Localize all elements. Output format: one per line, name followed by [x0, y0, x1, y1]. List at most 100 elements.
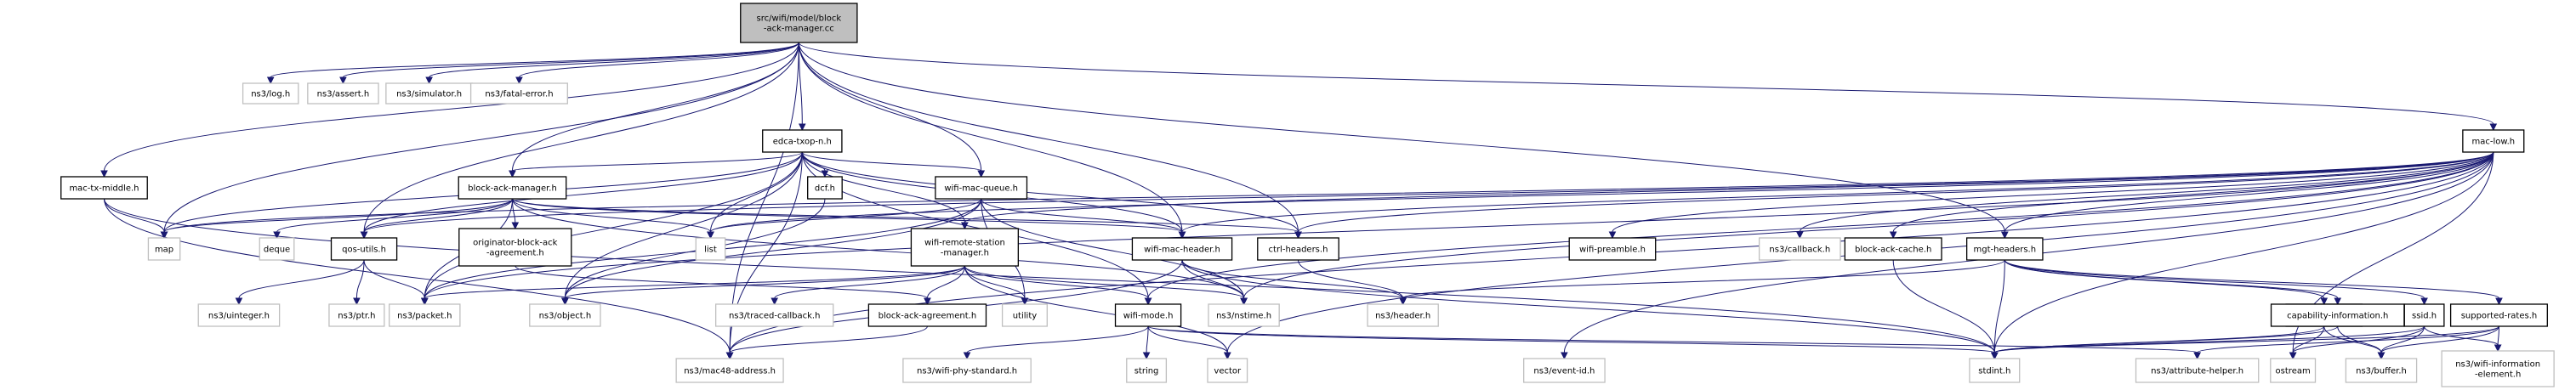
edge-wrsm-to-nstime — [964, 265, 1248, 306]
node-label: ns3/event-id.h — [1533, 367, 1595, 376]
node-label: originator-block-ack — [473, 239, 557, 248]
node-wmq[interactable]: wifi-mac-queue.h — [935, 176, 1028, 200]
node-suprates[interactable]: supported-rates.h — [2449, 303, 2548, 327]
node-label: -element.h — [2475, 370, 2521, 380]
edge-suprates-to-stdint — [1991, 325, 2499, 360]
node-wmode[interactable]: wifi-mode.h — [1114, 303, 1182, 327]
node-label: ns3/wifi-information — [2455, 360, 2540, 370]
node-qos[interactable]: qos-utils.h — [330, 237, 398, 261]
edge-suprates-to-wie — [2494, 325, 2502, 353]
node-label: ns3/traced-callback.h — [729, 312, 821, 321]
node-map: map — [147, 237, 181, 261]
node-label: stdint.h — [1978, 367, 2010, 376]
node-phystd: ns3/wifi-phy-standard.h — [902, 358, 1032, 383]
edge-mgt-to-header — [1399, 259, 2005, 306]
node-label: mgt-headers.h — [1974, 246, 2037, 255]
node-label: qos-utils.h — [342, 246, 386, 255]
node-wie: ns3/wifi-information-element.h — [2441, 350, 2555, 387]
edge-maclow-to-wpre — [1608, 151, 2494, 240]
edge-bam-to-oba — [511, 198, 520, 230]
node-mac48: ns3/mac48-address.h — [675, 358, 784, 383]
edge-ssid-to-buffer — [2377, 325, 2425, 360]
node-capinfo[interactable]: capability-information.h — [2270, 303, 2405, 327]
node-label: block-ack-cache.h — [1855, 246, 1931, 255]
edge-maclow-to-map — [160, 151, 2494, 240]
node-uinteger: ns3/uinteger.h — [197, 303, 281, 327]
node-traced: ns3/traced-callback.h — [714, 303, 834, 327]
node-label: ns3/assert.h — [317, 90, 370, 99]
node-mgt[interactable]: mgt-headers.h — [1965, 237, 2044, 261]
edge-maclow-to-wrsm — [961, 151, 2494, 230]
edge-maclow-to-stdint — [1991, 151, 2494, 360]
node-maclow[interactable]: mac-low.h — [2462, 129, 2525, 153]
edge-root-to-log — [266, 42, 799, 85]
node-simulator: ns3/simulator.h — [385, 82, 474, 105]
node-edca[interactable]: edca-txop-n.h — [762, 129, 843, 153]
edge-root-to-ctrl — [798, 42, 1302, 240]
edge-edca-to-list — [707, 151, 803, 240]
node-ctrl[interactable]: ctrl-headers.h — [1257, 237, 1339, 261]
node-label: list — [704, 246, 717, 255]
node-deque: deque — [259, 237, 295, 261]
node-root[interactable]: src/wifi/model/block-ack-manager.cc — [740, 3, 858, 43]
node-label: ns3/fatal-error.h — [485, 90, 553, 99]
node-label: map — [155, 246, 173, 255]
node-ptr: ns3/ptr.h — [328, 303, 385, 327]
node-label: string — [1134, 367, 1159, 376]
node-label: ostream — [2276, 367, 2311, 376]
edge-wmode-to-phystd — [963, 325, 1149, 360]
edge-mactxmiddle-to-map — [103, 198, 168, 240]
edge-mgt-to-stdint — [1991, 259, 2005, 360]
edge-wrsm-to-wmode — [964, 265, 1152, 306]
node-dcf[interactable]: dcf.h — [807, 176, 843, 200]
edge-wmode-to-string — [1142, 325, 1151, 360]
node-bam[interactable]: block-ack-manager.h — [458, 176, 567, 200]
node-header: ns3/header.h — [1367, 303, 1439, 327]
edge-maclow-to-wmh — [1178, 151, 2494, 240]
edge-suprates-to-attrhelper — [2193, 325, 2499, 360]
edge-qos-to-ptr — [353, 259, 365, 306]
edge-edca-to-bam — [509, 151, 803, 178]
node-ssid[interactable]: ssid.h — [2403, 303, 2445, 327]
node-label: -ack-manager.cc — [764, 25, 834, 34]
node-ostream: ostream — [2270, 358, 2317, 383]
node-label: wifi-mode.h — [1123, 312, 1174, 321]
edge-wmh-to-nstime — [1181, 259, 1248, 306]
edge-root-to-wmh — [798, 42, 1186, 240]
node-mactxmiddle[interactable]: mac-tx-middle.h — [60, 176, 148, 200]
node-label: ssid.h — [2412, 312, 2437, 321]
edge-ssid-to-ostream — [2289, 325, 2425, 360]
node-fatal: ns3/fatal-error.h — [469, 82, 568, 105]
nodes-layer: src/wifi/model/block-ack-manager.ccns3/l… — [60, 3, 2555, 387]
node-oba[interactable]: originator-block-ack-agreement.h — [458, 228, 572, 267]
edge-maclow-to-packet — [420, 151, 2494, 306]
edge-wrsm-to-object — [561, 265, 965, 306]
edge-wmode-to-attrhelper — [1147, 325, 2201, 360]
edge-wrsm-to-packet — [420, 265, 965, 306]
node-label: supported-rates.h — [2461, 312, 2538, 321]
node-label: ctrl-headers.h — [1269, 246, 1328, 255]
edge-maclow-to-wmode — [1144, 151, 2494, 306]
node-label: block-ack-agreement.h — [879, 312, 977, 321]
edge-suprates-to-buffer — [2377, 325, 2499, 360]
node-label: block-ack-manager.h — [468, 184, 557, 194]
edge-wmode-to-vector — [1147, 325, 1231, 360]
node-wpre[interactable]: wifi-preamble.h — [1568, 237, 1657, 261]
node-baa[interactable]: block-ack-agreement.h — [867, 303, 987, 327]
node-label: ns3/packet.h — [397, 312, 452, 321]
node-label: dcf.h — [815, 184, 835, 194]
edge-mgt-to-suprates — [2004, 259, 2503, 306]
edge-maclow-to-ctrl — [1294, 151, 2494, 240]
node-wrsm[interactable]: wifi-remote-station-manager.h — [910, 228, 1019, 267]
node-packet: ns3/packet.h — [389, 303, 461, 327]
node-bac[interactable]: block-ack-cache.h — [1844, 237, 1942, 261]
node-label: ns3/object.h — [539, 312, 592, 321]
node-label: ns3/simulator.h — [396, 90, 462, 99]
edge-edca-to-qos — [360, 151, 803, 240]
node-label: vector — [1214, 367, 1242, 376]
node-label: src/wifi/model/block — [757, 14, 842, 24]
node-wmh[interactable]: wifi-mac-header.h — [1131, 237, 1233, 261]
edge-mgt-to-ssid — [2004, 259, 2428, 306]
edge-bam-to-deque — [273, 198, 513, 240]
edge-capinfo-to-buffer — [2337, 325, 2386, 360]
